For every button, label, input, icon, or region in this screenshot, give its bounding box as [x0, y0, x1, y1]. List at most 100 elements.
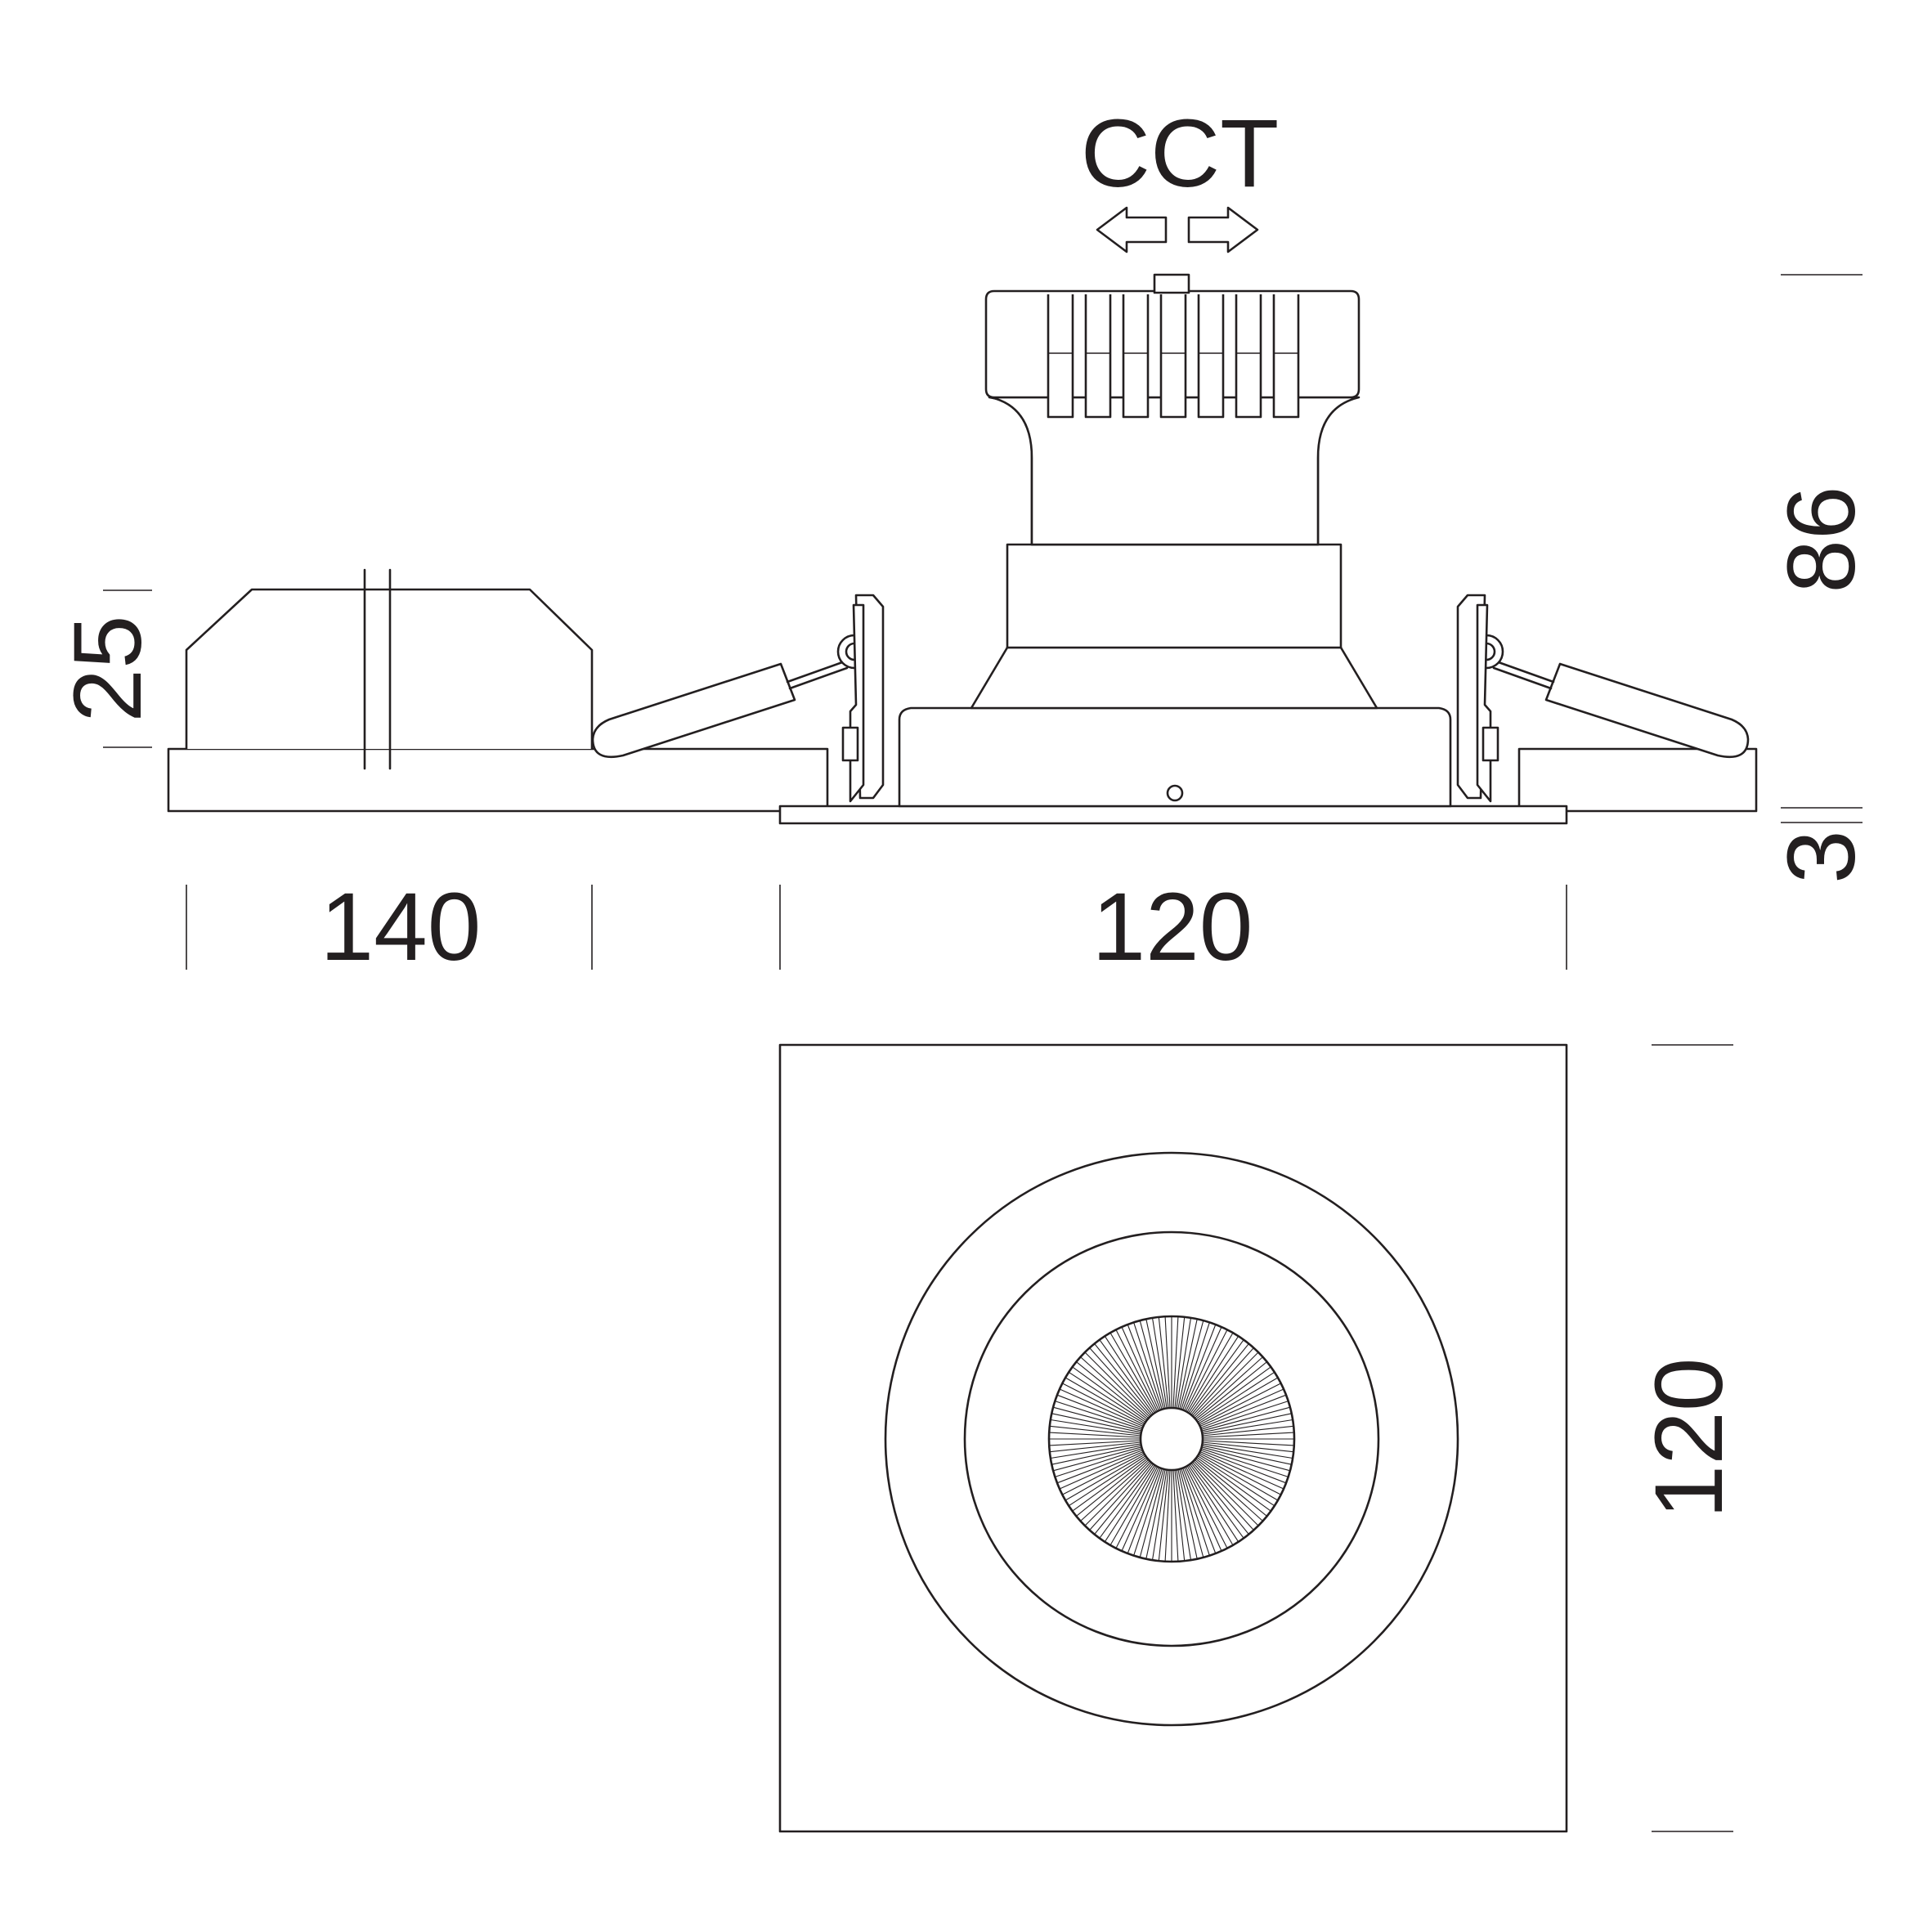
lens-ray	[1174, 1469, 1186, 1562]
lens-ray	[1174, 1316, 1186, 1409]
ceiling-section-right	[1517, 747, 1758, 813]
lens-ray	[1072, 1366, 1147, 1422]
lens-ray	[1094, 1463, 1153, 1535]
heatsink-fin	[1084, 294, 1112, 419]
lens-ray	[1049, 1440, 1141, 1446]
lens-ray	[1190, 1343, 1249, 1415]
lens-ray	[1052, 1406, 1142, 1432]
lens-ray	[1201, 1446, 1291, 1472]
lens-ray	[1164, 1316, 1171, 1409]
lens-ray	[1197, 1455, 1275, 1507]
ceiling-section-left	[167, 747, 829, 813]
lens-ray	[1055, 1448, 1143, 1477]
lens-ray	[1195, 1458, 1267, 1517]
lens-ray	[1065, 1454, 1145, 1501]
lens-ray	[1181, 1322, 1210, 1410]
lens-ray	[1186, 1332, 1234, 1413]
dimensions-plan: 120	[1635, 1044, 1743, 1832]
lens-ray	[1200, 1394, 1287, 1428]
lens-ray	[1202, 1445, 1292, 1465]
heatsink	[984, 273, 1360, 419]
lens-ray	[1198, 1377, 1279, 1424]
plan-lens-rays	[1049, 1316, 1294, 1562]
lens-ray	[1202, 1419, 1293, 1435]
lens-ray	[1115, 1329, 1159, 1412]
lens-ray	[1181, 1468, 1210, 1556]
lens-ray	[1139, 1468, 1164, 1558]
lens-ray	[1068, 1455, 1146, 1507]
heatsink-fin	[1047, 294, 1074, 419]
reflector-housing	[898, 706, 1452, 808]
double-arrow-icon	[1096, 206, 1259, 253]
lens-ray	[1056, 1450, 1143, 1484]
lens-ray	[1055, 1401, 1143, 1430]
lens-ray	[1151, 1317, 1168, 1409]
lens-ray	[1176, 1317, 1192, 1409]
lens-ray	[1172, 1316, 1179, 1409]
dim-trim-width: 120	[1092, 873, 1253, 981]
lens-ray	[1197, 1371, 1275, 1423]
lens-ray	[1076, 1361, 1148, 1420]
lens-ray	[1056, 1394, 1143, 1428]
lens-ray	[1183, 1467, 1222, 1552]
lens-ray	[1202, 1413, 1292, 1433]
lens-ray	[1050, 1419, 1141, 1435]
lens-ray	[1182, 1324, 1217, 1410]
lens-ray	[1202, 1443, 1293, 1459]
lens-ray	[1059, 1388, 1144, 1428]
heatsink-fin	[1122, 294, 1150, 419]
plan-square-trim	[778, 1043, 1568, 1833]
heatsink-fin	[1197, 294, 1225, 419]
plan-inner-ring	[963, 1230, 1380, 1647]
lens-ray	[1199, 1452, 1281, 1495]
driver-box	[185, 568, 594, 770]
lens-ray	[1190, 1463, 1249, 1535]
lens-ray	[1199, 1388, 1284, 1428]
lens-ray	[1094, 1343, 1153, 1415]
dim-trim-thickness: 3	[1768, 830, 1876, 884]
lens-ray	[1109, 1465, 1157, 1546]
plan-view	[778, 1043, 1568, 1833]
lens-ray	[1109, 1332, 1157, 1413]
side-elevation: CCT	[167, 100, 1758, 825]
lens-ray	[1191, 1347, 1254, 1417]
lens-ray	[1185, 1466, 1228, 1549]
lens-ray	[1133, 1468, 1163, 1556]
lens-ray	[1099, 1464, 1154, 1539]
lens-ray	[1193, 1352, 1259, 1418]
lens-ray	[1076, 1458, 1148, 1517]
lens-ray	[1084, 1352, 1150, 1418]
dim-plan-height: 120	[1635, 1358, 1743, 1519]
dim-driver-height: 25	[54, 615, 162, 722]
trim-flange	[778, 805, 1568, 825]
lens-ray	[1051, 1445, 1141, 1465]
lens-ray	[1051, 1413, 1141, 1433]
lens-ray	[1121, 1326, 1160, 1411]
lens-ray	[1104, 1335, 1155, 1414]
lens-ray	[1139, 1320, 1164, 1410]
lens-ray	[1089, 1461, 1152, 1531]
lens-ray	[1177, 1469, 1198, 1559]
lens-ray	[1193, 1460, 1259, 1526]
lens-ray	[1196, 1366, 1271, 1422]
lens-ray	[1127, 1468, 1161, 1554]
lens-ray	[1080, 1356, 1150, 1419]
lens-ray	[1104, 1464, 1155, 1543]
plan-led-center	[1139, 1406, 1204, 1472]
heatsink-fin	[1272, 294, 1300, 419]
lens-ray	[1188, 1335, 1239, 1414]
lens-ray	[1177, 1319, 1198, 1409]
lens-ray	[1049, 1425, 1141, 1437]
lens-ray	[1158, 1316, 1169, 1409]
lens-ray	[1145, 1319, 1166, 1409]
lens-ray	[1115, 1466, 1159, 1549]
lens-ray	[1072, 1456, 1147, 1512]
lens-ray	[1049, 1432, 1141, 1438]
lens-ray	[1185, 1329, 1228, 1412]
cone-section	[970, 646, 1378, 710]
lens-ray	[1194, 1459, 1263, 1522]
lens-ray	[1080, 1459, 1150, 1522]
lens-ray	[1199, 1450, 1284, 1490]
lens-ray	[1196, 1456, 1271, 1512]
